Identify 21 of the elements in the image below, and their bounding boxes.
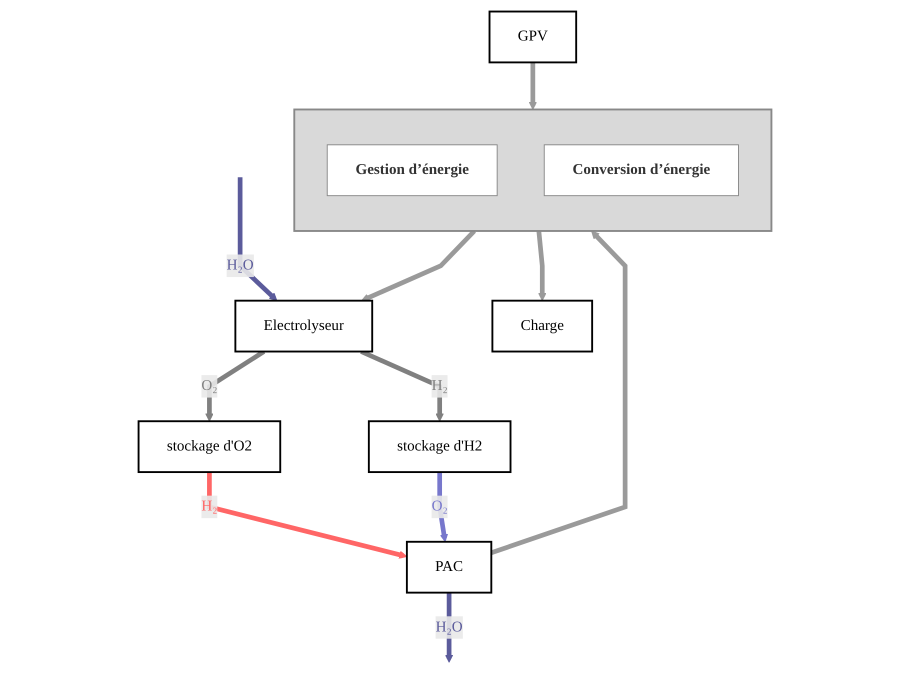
arrow: [536, 230, 546, 302]
arrow: [490, 230, 627, 555]
edge-label: O₂: [431, 498, 448, 514]
node-box: PAC: [405, 540, 492, 594]
node-box: Gestion d’énergie: [326, 144, 498, 196]
node-box: Electrolyseur: [234, 300, 373, 352]
arrow: [360, 229, 476, 302]
arrow: [206, 472, 407, 559]
edge-label: H₂: [431, 378, 448, 394]
edge-label: H₂O: [226, 257, 254, 274]
arrow: [528, 62, 536, 110]
node-box: Conversion d’énergie: [543, 144, 738, 196]
cluster: [292, 108, 772, 232]
node-box: stockage d'O2: [137, 420, 281, 474]
node-box: Charge: [490, 300, 593, 352]
node-box: GPV: [488, 10, 577, 64]
edge-label: O₂: [200, 378, 217, 394]
edge-label: H₂: [200, 498, 217, 514]
edge-label: H₂O: [435, 619, 462, 636]
node-box: stockage d'H2: [367, 420, 511, 474]
arrow: [436, 472, 448, 542]
